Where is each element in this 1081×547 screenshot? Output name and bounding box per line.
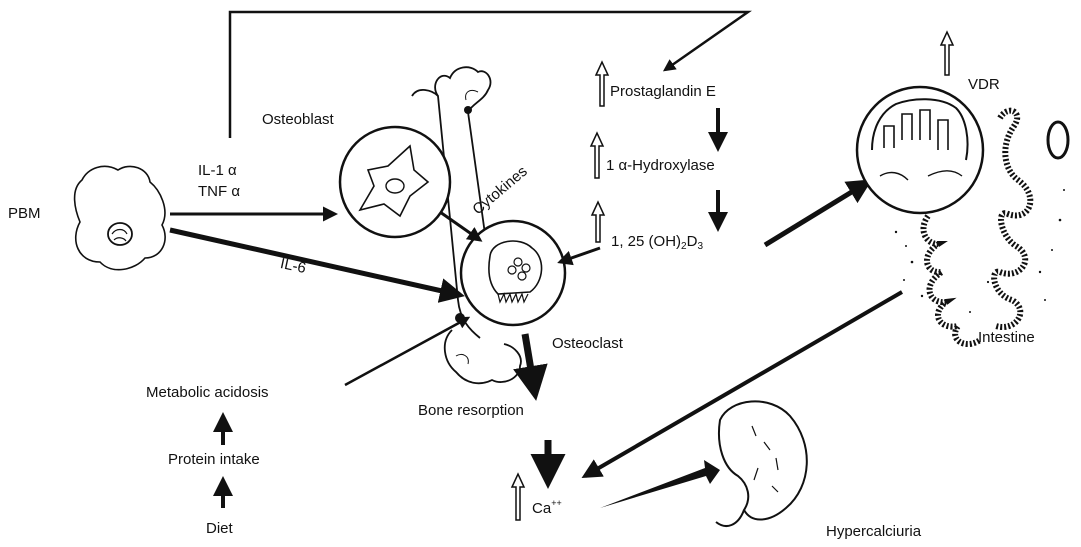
arrow-intestine-to-ca	[585, 292, 902, 476]
arrow-vitd-to-osteoclast	[560, 248, 600, 262]
il1-label: IL-1 α	[198, 163, 237, 178]
vitamin-d-part-a: 1, 25 (OH)	[611, 233, 681, 250]
arrow-pbm-to-osteoclast	[170, 230, 460, 295]
arrow-vitd-to-intestine	[765, 182, 868, 245]
intestine-label: Intestine	[978, 330, 1035, 345]
osteoclast-label: Osteoclast	[552, 336, 623, 351]
arrow-cytokines	[440, 212, 480, 240]
vitamin-d-sub-2: 3	[697, 241, 703, 252]
vitamin-d-part-b: D	[687, 233, 698, 250]
pbm-cell-icon	[75, 166, 166, 269]
calcium-base: Ca	[532, 500, 551, 517]
diet-label: Diet	[206, 521, 233, 536]
kidney-icon	[716, 401, 807, 526]
tnf-label: TNF α	[198, 184, 240, 199]
arrow-osteoclast-to-resorption	[525, 334, 535, 394]
metabolic-acidosis-label: Metabolic acidosis	[146, 385, 269, 400]
protein-intake-label: Protein intake	[168, 452, 260, 467]
calcium-label: Ca++	[532, 499, 562, 516]
intestine-icon	[857, 87, 1068, 344]
arrow-acidosis-to-osteoclast	[345, 318, 468, 385]
bone-resorption-label: Bone resorption	[418, 403, 524, 418]
calcium-charge: ++	[551, 498, 562, 508]
arrow-ca-to-kidney	[600, 460, 720, 508]
vdr-label: VDR	[968, 77, 1000, 92]
osteoblast-icon	[340, 127, 450, 237]
prostaglandin-label: Prostaglandin E	[610, 84, 716, 99]
vitamin-d-label: 1, 25 (OH)2D3	[611, 234, 703, 252]
hypercalciuria-label: Hypercalciuria	[826, 524, 921, 539]
osteoblast-label: Osteoblast	[262, 112, 334, 127]
hydroxylase-label: 1 α-Hydroxylase	[606, 158, 715, 173]
pbm-label: PBM	[8, 206, 41, 221]
